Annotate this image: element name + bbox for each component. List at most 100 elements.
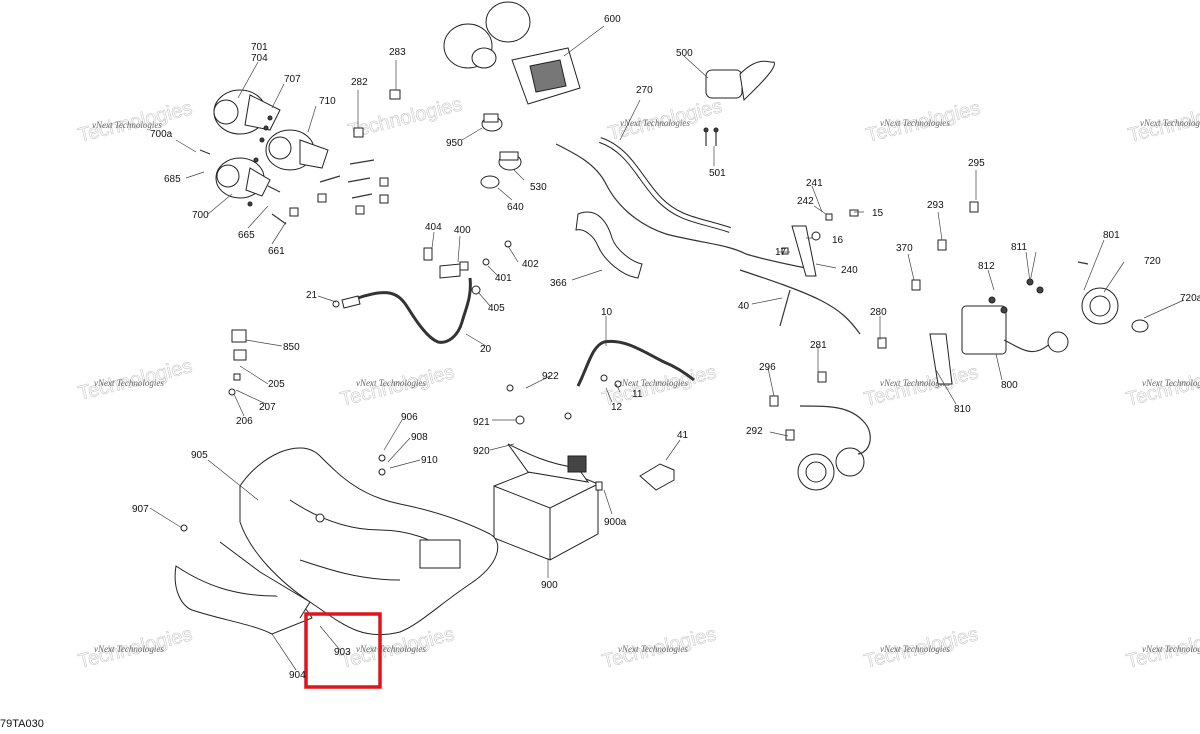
callout-270[interactable]: 270 [636,85,653,96]
callout-850[interactable]: 850 [283,342,300,353]
callouts: 701 704 707 710 700a 685 700 665 661 283… [132,14,1200,681]
callout-40[interactable]: 40 [738,301,750,312]
fuse-holder-drawing [423,240,512,295]
callout-205[interactable]: 205 [268,379,285,390]
callout-704[interactable]: 704 [251,53,268,64]
callout-903[interactable]: 903 [334,647,351,658]
callout-281[interactable]: 281 [810,340,827,351]
fan-assembly-drawing [443,1,581,105]
callout-530[interactable]: 530 [530,182,547,193]
svg-text:vNext Technologies: vNext Technologies [92,120,162,130]
small-parts-drawing [228,329,247,396]
callout-920[interactable]: 920 [473,446,490,457]
callout-661[interactable]: 661 [268,246,285,257]
callout-685[interactable]: 685 [164,174,181,185]
callout-10[interactable]: 10 [601,307,613,318]
callout-500[interactable]: 500 [676,48,693,59]
callout-640[interactable]: 640 [507,202,524,213]
callout-41[interactable]: 41 [677,430,689,441]
callout-922[interactable]: 922 [542,371,559,382]
callout-283[interactable]: 283 [389,47,406,58]
callout-707[interactable]: 707 [284,74,301,85]
callout-370[interactable]: 370 [896,243,913,254]
callout-910[interactable]: 910 [421,455,438,466]
headlight-drawing [797,405,871,491]
callout-242[interactable]: 242 [797,196,814,207]
callout-701[interactable]: 701 [251,42,268,53]
callout-904[interactable]: 904 [289,670,306,681]
callout-900a[interactable]: 900a [604,517,627,528]
callout-907[interactable]: 907 [132,504,149,515]
callout-811[interactable]: 811 [1011,242,1027,253]
callout-800[interactable]: 800 [1001,380,1018,391]
horn-assembly-drawing [199,89,389,225]
callout-240[interactable]: 240 [841,265,858,276]
callout-402[interactable]: 402 [522,259,539,270]
callout-908[interactable]: 908 [411,432,428,443]
callout-206[interactable]: 206 [236,416,253,427]
positive-cable-drawing [576,339,695,388]
svg-text:vNext Technologies: vNext Technologies [94,378,164,388]
callout-401[interactable]: 401 [495,273,512,284]
svg-text:vNext Technologies: vNext Technologies [880,118,950,128]
leader-lines [149,25,1185,671]
callout-700[interactable]: 700 [192,210,209,221]
callout-700a[interactable]: 700a [150,129,173,140]
callout-600[interactable]: 600 [604,14,621,25]
battery-tray-drawing [180,447,499,636]
svg-text:vNext Technologies: vNext Technologies [1142,378,1200,388]
callout-710[interactable]: 710 [319,96,336,107]
svg-text:vNext Technologies: vNext Technologies [94,644,164,654]
callout-404[interactable]: 404 [425,222,442,233]
callout-15[interactable]: 15 [872,208,884,219]
drawing-code: 79TA030 [0,718,44,730]
ground-cable-drawing [332,277,472,344]
callout-950[interactable]: 950 [446,138,463,149]
callout-241[interactable]: 241 [806,178,823,189]
callout-282[interactable]: 282 [351,77,368,88]
battery-drawing [493,384,603,561]
callout-295[interactable]: 295 [968,158,985,169]
callout-366[interactable]: 366 [550,278,567,289]
hose-drawing [575,211,643,279]
callout-720a[interactable]: 720a [1180,293,1200,304]
svg-text:Technologies: Technologies [346,93,465,143]
clip-drawing [353,89,401,138]
callout-801[interactable]: 801 [1103,230,1120,241]
callout-280[interactable]: 280 [870,307,887,318]
callout-906[interactable]: 906 [401,412,418,423]
callout-400[interactable]: 400 [454,225,471,236]
callout-17[interactable]: 17 [775,247,787,258]
highlight-box [304,612,382,689]
light-assembly-drawing [929,261,1149,385]
svg-text:vNext Technologies: vNext Technologies [1140,118,1200,128]
svg-text:vNext Technologies: vNext Technologies [356,644,426,654]
callout-20[interactable]: 20 [480,344,492,355]
callout-812[interactable]: 812 [978,261,995,272]
callout-207[interactable]: 207 [259,402,276,413]
callout-921[interactable]: 921 [473,417,490,428]
callout-293[interactable]: 293 [927,200,944,211]
callout-405[interactable]: 405 [488,303,505,314]
callout-501[interactable]: 501 [709,168,726,179]
callout-292[interactable]: 292 [746,426,763,437]
callout-296[interactable]: 296 [759,362,776,373]
callout-810[interactable]: 810 [954,404,971,415]
sensor-drawing [480,113,522,189]
callout-16[interactable]: 16 [832,235,844,246]
callout-665[interactable]: 665 [238,230,255,241]
svg-text:vNext Technologies: vNext Technologies [356,378,426,388]
svg-text:vNext Technologies: vNext Technologies [618,378,688,388]
callout-905[interactable]: 905 [191,450,208,461]
main-harness-drawing [555,137,861,335]
callout-11[interactable]: 11 [632,389,643,400]
callout-720[interactable]: 720 [1144,256,1161,267]
callout-21[interactable]: 21 [306,290,318,301]
regulator-drawing [703,60,775,146]
svg-text:vNext Technologies: vNext Technologies [618,644,688,654]
cable-terminal-drawing [639,463,675,491]
svg-text:vNext Technologies: vNext Technologies [880,644,950,654]
heat-shield-drawing [174,541,313,635]
callout-12[interactable]: 12 [611,402,623,413]
callout-900[interactable]: 900 [541,580,558,591]
